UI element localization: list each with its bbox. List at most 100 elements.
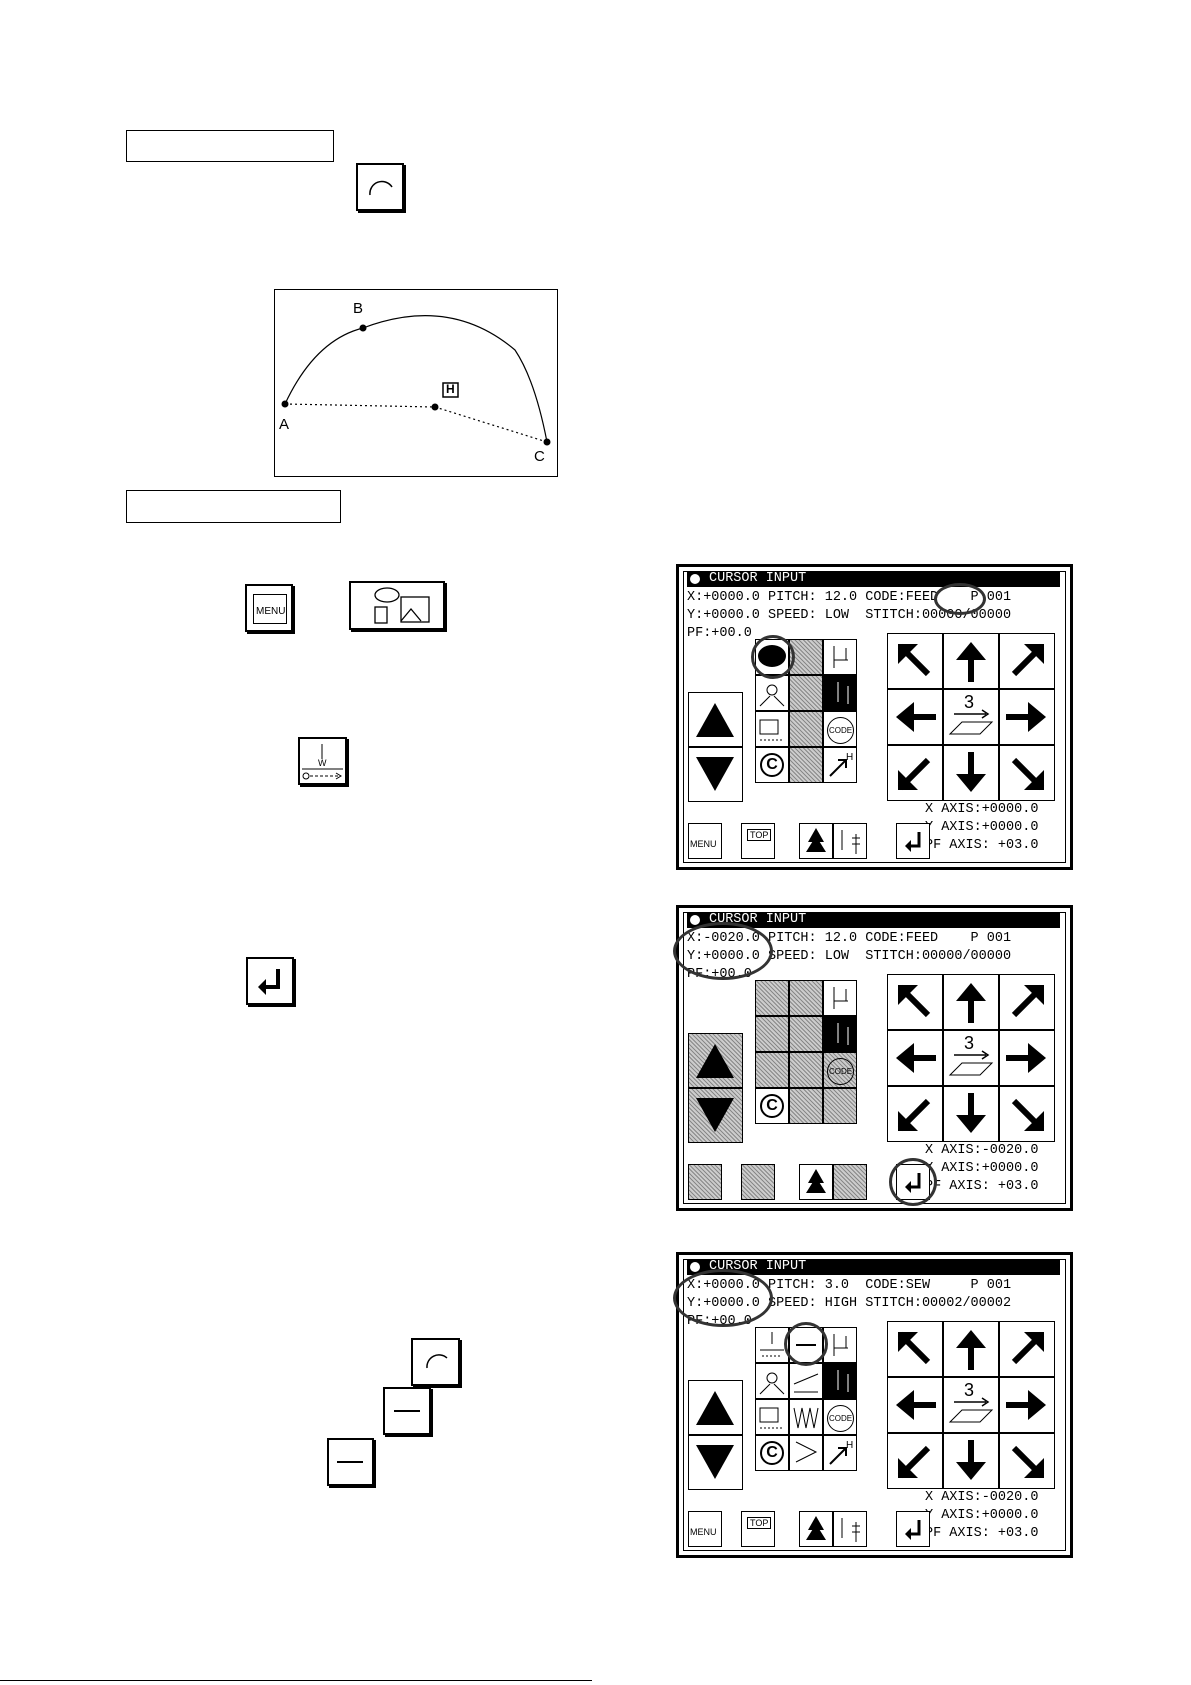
- needle-ruler-button[interactable]: [833, 1511, 867, 1547]
- c-button[interactable]: C: [755, 1088, 789, 1124]
- arrow-up-right-button[interactable]: [999, 1321, 1055, 1377]
- feed-key-button[interactable]: W: [298, 737, 347, 785]
- arrow-down-right-button[interactable]: [999, 1433, 1055, 1489]
- enter-key-button[interactable]: [246, 957, 294, 1005]
- menu-button[interactable]: MENU: [688, 1511, 722, 1547]
- sun-icon: [759, 684, 785, 707]
- home-button[interactable]: H: [823, 747, 857, 783]
- straight-line-key-button-2[interactable]: [327, 1438, 374, 1486]
- arrow-up-left-button[interactable]: [887, 974, 943, 1030]
- needle-down-button[interactable]: [823, 675, 857, 711]
- code-button[interactable]: CODE: [823, 1052, 857, 1088]
- home-button[interactable]: H: [823, 1435, 857, 1471]
- down-button[interactable]: [688, 747, 743, 802]
- tree-button[interactable]: [799, 1164, 833, 1200]
- menu-button[interactable]: [688, 1164, 722, 1200]
- arrow-down-right-button[interactable]: [999, 1086, 1055, 1142]
- enter-button[interactable]: [896, 823, 930, 859]
- arrow-down-left-button[interactable]: [887, 1433, 943, 1489]
- enter-icon: [905, 832, 921, 852]
- grid-button-2-1[interactable]: [755, 1363, 789, 1399]
- home-button[interactable]: [823, 1088, 857, 1124]
- pattern-edit-key-button[interactable]: [349, 581, 445, 630]
- arrow-up-button[interactable]: [943, 1321, 999, 1377]
- c-button[interactable]: C: [755, 1435, 789, 1471]
- panel-title: CURSOR INPUT: [687, 571, 1060, 587]
- up-button[interactable]: [688, 1380, 743, 1435]
- needle-ruler-button[interactable]: [833, 823, 867, 859]
- grid-button-2-2[interactable]: [789, 1016, 823, 1052]
- arrow-up-left-button[interactable]: [887, 1321, 943, 1377]
- menu-icon: MENU: [253, 594, 287, 624]
- straight-line-icon: [337, 1461, 363, 1463]
- top-button[interactable]: [741, 1164, 775, 1200]
- arrow-down-button[interactable]: [943, 1433, 999, 1489]
- arrow-up-button[interactable]: [943, 974, 999, 1030]
- menu-key-button[interactable]: MENU: [245, 584, 293, 632]
- feed-needle-button[interactable]: [755, 980, 789, 1016]
- section-label-box-1: [126, 130, 334, 162]
- arc-key-button[interactable]: [356, 163, 404, 211]
- tree-button[interactable]: [799, 1511, 833, 1547]
- cursor-input-panel-3: CURSOR INPUT X:+0000.0 PITCH: 3.0 CODE:S…: [673, 1252, 1073, 1558]
- highlight-circle-enter: [889, 1158, 937, 1206]
- home-arrow-icon: H: [829, 1440, 853, 1465]
- arrow-left-button[interactable]: [887, 1030, 943, 1086]
- code-button[interactable]: CODE: [823, 1399, 857, 1435]
- move-step-button[interactable]: 3: [943, 689, 999, 745]
- enter-button[interactable]: [896, 1511, 930, 1547]
- grid-button-3-1[interactable]: [755, 1052, 789, 1088]
- move-step-button[interactable]: 3: [943, 1377, 999, 1433]
- needle-down-button[interactable]: [823, 1363, 857, 1399]
- code-button[interactable]: CODE: [823, 711, 857, 747]
- arc-key-button-2[interactable]: [411, 1338, 460, 1386]
- tree-button[interactable]: [799, 823, 833, 859]
- arrow-up-right-button[interactable]: [999, 974, 1055, 1030]
- arrow-up-left-button[interactable]: [887, 633, 943, 689]
- grid-button-3-1[interactable]: [755, 711, 789, 747]
- straight-line-key-button[interactable]: [383, 1387, 431, 1435]
- grid-button-4-2[interactable]: [789, 1435, 823, 1471]
- zigzag-button[interactable]: [789, 1052, 823, 1088]
- grid-button-2-2[interactable]: [789, 675, 823, 711]
- arrow-left-button[interactable]: [887, 1377, 943, 1433]
- zigzag-button[interactable]: [789, 1399, 823, 1435]
- arrow-up-button[interactable]: [943, 633, 999, 689]
- zigzag-button[interactable]: [789, 711, 823, 747]
- grid-button-2-2[interactable]: [789, 1363, 823, 1399]
- needle-up-button[interactable]: [823, 1327, 857, 1363]
- arrow-keypad: 3: [887, 1321, 1056, 1490]
- top-button[interactable]: TOP: [741, 1511, 775, 1547]
- down-button[interactable]: [688, 1435, 743, 1490]
- c-button[interactable]: C: [755, 747, 789, 783]
- arrow-right-button[interactable]: [999, 1377, 1055, 1433]
- menu-button[interactable]: MENU: [688, 823, 722, 859]
- arrow-down-button[interactable]: [943, 1086, 999, 1142]
- move-step-button[interactable]: 3: [943, 1030, 999, 1086]
- needle-up-button[interactable]: [823, 639, 857, 675]
- feed-needle-button[interactable]: [755, 1327, 789, 1363]
- arrow-up-icon: [956, 1330, 986, 1370]
- grid-button-3-1[interactable]: [755, 1399, 789, 1435]
- up-button[interactable]: [688, 692, 743, 747]
- up-button[interactable]: [688, 1033, 743, 1088]
- top-button[interactable]: TOP: [741, 823, 775, 859]
- down-button[interactable]: [688, 1088, 743, 1143]
- grid-button-2-1[interactable]: [755, 675, 789, 711]
- arrow-down-button[interactable]: [943, 745, 999, 801]
- needle-down-button[interactable]: [823, 1016, 857, 1052]
- grid-button-1-2[interactable]: [789, 980, 823, 1016]
- top-icon: TOP: [747, 1517, 772, 1529]
- needle-up-button[interactable]: [823, 980, 857, 1016]
- grid-button-4-2[interactable]: [789, 747, 823, 783]
- arrow-left-button[interactable]: [887, 689, 943, 745]
- grid-button-2-1[interactable]: [755, 1016, 789, 1052]
- arrow-right-button[interactable]: [999, 1030, 1055, 1086]
- grid-button-4-2[interactable]: [789, 1088, 823, 1124]
- needle-ruler-button[interactable]: [833, 1164, 867, 1200]
- arrow-down-left-button[interactable]: [887, 745, 943, 801]
- arrow-right-button[interactable]: [999, 689, 1055, 745]
- arrow-up-right-button[interactable]: [999, 633, 1055, 689]
- arrow-down-left-button[interactable]: [887, 1086, 943, 1142]
- arrow-down-right-button[interactable]: [999, 745, 1055, 801]
